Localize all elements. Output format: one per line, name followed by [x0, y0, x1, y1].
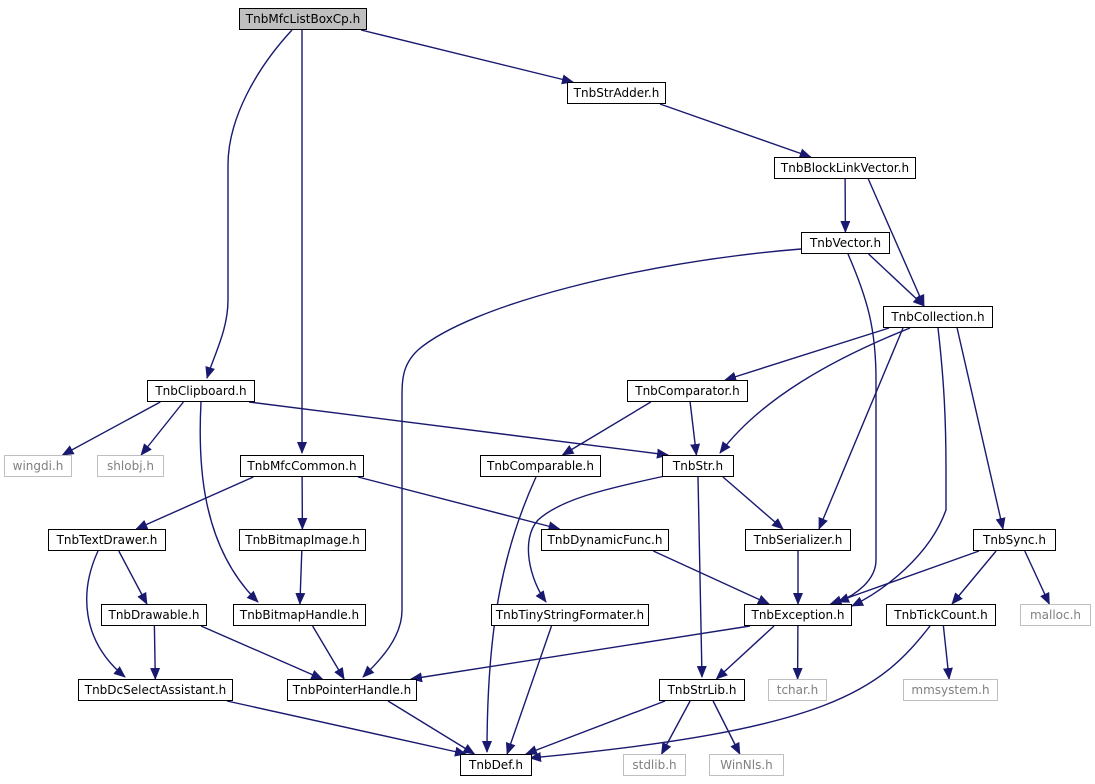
edge-TnbTextDrawer-to-TnbDrawable: [118, 550, 148, 605]
node-TnbDef[interactable]: TnbDef.h: [460, 754, 532, 776]
node-TnbVector[interactable]: TnbVector.h: [801, 232, 890, 254]
edge-TnbTickCount-to-mmsystem: [942, 625, 953, 680]
node-TnbStr[interactable]: TnbStr.h: [662, 455, 734, 477]
node-TnbDrawable[interactable]: TnbDrawable.h: [101, 604, 207, 626]
edge-TnbSync-to-malloc: [1024, 550, 1050, 605]
edge-TnbMfcListBoxCp-to-TnbClipboard: [205, 29, 293, 379]
node-TnbTinyStringFormater[interactable]: TnbTinyStringFormater.h: [491, 604, 649, 626]
node-TnbMfcListBoxCp: TnbMfcListBoxCp.h: [239, 8, 367, 30]
edge-TnbDrawable-to-TnbDcSelectAssistant: [150, 625, 161, 680]
node-TnbSerializer[interactable]: TnbSerializer.h: [745, 529, 851, 551]
node-WinNls: WinNls.h: [709, 754, 784, 776]
edge-TnbComparator-to-TnbStr: [689, 401, 701, 456]
edge-TnbClipboard-to-shlobj: [140, 401, 184, 456]
edge-TnbComparable-to-TnbDef: [482, 476, 537, 753]
edge-TnbComparator-to-TnbComparable: [561, 401, 652, 456]
node-mmsystem: mmsystem.h: [903, 679, 998, 701]
edge-TnbDrawable-to-TnbPointerHandle: [200, 625, 324, 680]
edge-TnbCollection-to-TnbSync: [956, 327, 1006, 530]
edge-TnbClipboard-to-TnbStr: [248, 401, 669, 459]
node-TnbTickCount[interactable]: TnbTickCount.h: [886, 604, 996, 626]
edge-TnbMfcCommon-to-TnbDynamicFunc: [357, 476, 561, 532]
edge-TnbMfcCommon-to-TnbTextDrawer: [135, 476, 254, 530]
edge-TnbSync-to-TnbException: [829, 550, 980, 606]
edge-TnbTextDrawer-to-TnbDcSelectAssistant: [86, 550, 126, 678]
node-TnbMfcCommon[interactable]: TnbMfcCommon.h: [240, 455, 364, 477]
edge-TnbClipboard-to-TnbBitmapHandle: [199, 401, 259, 603]
edge-TnbBlockLinkVector-to-TnbCollection: [867, 178, 925, 307]
node-TnbBitmapHandle[interactable]: TnbBitmapHandle.h: [233, 604, 366, 626]
edge-TnbStrLib-to-WinNls: [712, 700, 741, 755]
node-stdlib: stdlib.h: [623, 754, 686, 776]
node-TnbComparator[interactable]: TnbComparator.h: [627, 380, 748, 402]
edge-TnbStr-to-TnbTinyStringFormater: [527, 475, 666, 603]
node-TnbStrAdder[interactable]: TnbStrAdder.h: [567, 82, 666, 104]
node-TnbTextDrawer[interactable]: TnbTextDrawer.h: [48, 529, 166, 551]
edge-TnbException-to-TnbPointerHandle: [410, 625, 751, 683]
node-tchar: tchar.h: [768, 679, 827, 701]
edge-TnbCollection-to-TnbException: [851, 327, 947, 607]
node-TnbException[interactable]: TnbException.h: [744, 604, 852, 626]
node-shlobj: shlobj.h: [97, 455, 164, 477]
node-TnbDcSelectAssistant[interactable]: TnbDcSelectAssistant.h: [78, 679, 233, 701]
edge-TnbVector-to-TnbCollection: [868, 253, 925, 307]
node-TnbBitmapImage[interactable]: TnbBitmapImage.h: [239, 529, 366, 551]
edge-TnbStrLib-to-stdlib: [660, 700, 691, 755]
node-TnbStrLib[interactable]: TnbStrLib.h: [659, 679, 745, 701]
edge-TnbClipboard-to-wingdi: [61, 401, 161, 456]
node-TnbPointerHandle[interactable]: TnbPointerHandle.h: [287, 679, 417, 701]
edge-TnbCollection-to-TnbComparator: [724, 327, 890, 382]
node-TnbClipboard[interactable]: TnbClipboard.h: [147, 380, 255, 402]
edge-layer: [61, 29, 1050, 762]
node-TnbSync[interactable]: TnbSync.h: [973, 529, 1056, 551]
edge-TnbStrLib-to-TnbDef: [525, 700, 666, 755]
edge-TnbStrAdder-to-TnbBlockLinkVector: [659, 103, 812, 159]
edge-TnbException-to-TnbStrLib: [715, 625, 775, 680]
edge-TnbMfcListBoxCp-to-TnbStrAdder: [360, 29, 574, 85]
edge-TnbVector-to-TnbException: [837, 253, 877, 603]
edge-TnbBitmapImage-to-TnbBitmapHandle: [295, 550, 306, 605]
node-TnbCollection[interactable]: TnbCollection.h: [883, 306, 993, 328]
edge-TnbStr-to-TnbStrLib: [696, 476, 707, 678]
node-TnbComparable[interactable]: TnbComparable.h: [480, 455, 601, 477]
edge-TnbCollection-to-TnbStr: [719, 327, 911, 454]
edge-TnbVector-to-TnbPointerHandle: [362, 248, 802, 678]
edge-TnbPointerHandle-to-TnbDef: [387, 700, 476, 755]
node-TnbBlockLinkVector[interactable]: TnbBlockLinkVector.h: [774, 157, 916, 179]
node-malloc: malloc.h: [1020, 604, 1091, 626]
node-TnbDynamicFunc[interactable]: TnbDynamicFunc.h: [541, 529, 669, 551]
edge-TnbTinyStringFormater-to-TnbDef: [505, 625, 553, 755]
edge-TnbStr-to-TnbSerializer: [722, 476, 784, 530]
edge-TnbSync-to-TnbTickCount: [951, 550, 997, 605]
edge-TnbCollection-to-TnbSerializer: [818, 327, 904, 530]
edge-TnbBitmapHandle-to-TnbPointerHandle: [311, 625, 345, 680]
node-wingdi: wingdi.h: [4, 455, 72, 477]
edge-TnbTickCount-to-TnbDef: [529, 625, 931, 762]
edge-TnbDynamicFunc-to-TnbException: [653, 550, 770, 605]
edge-TnbDcSelectAssistant-to-TnbDef: [226, 700, 467, 757]
